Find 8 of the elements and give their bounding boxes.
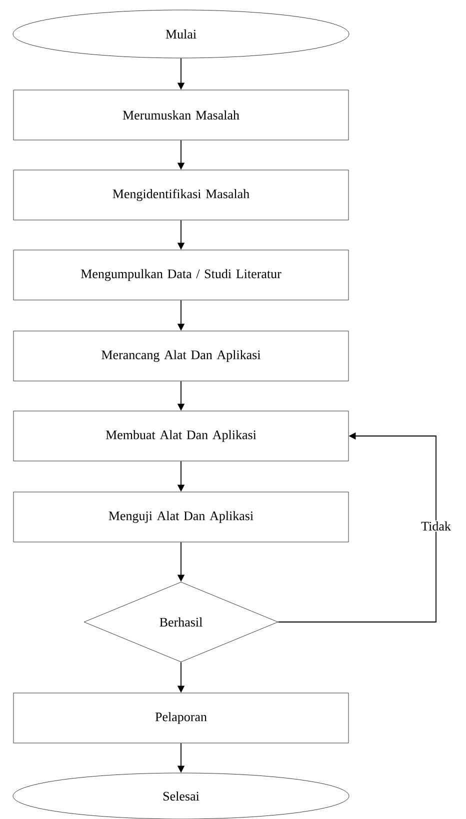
process-box: Membuat Alat Dan Aplikasi (13, 410, 349, 462)
process-box: Merancang Alat Dan Aplikasi (13, 330, 349, 382)
process-box: Merumuskan Masalah (13, 90, 349, 140)
edge-label: Tidak (420, 520, 452, 532)
process-box: Mengidentifikasi Masalah (13, 170, 349, 220)
process-box: Mengumpulkan Data / Studi Literatur (13, 250, 349, 300)
process-box: Menguji Alat Dan Aplikasi (13, 492, 349, 542)
process-box: Pelaporan (13, 692, 349, 744)
